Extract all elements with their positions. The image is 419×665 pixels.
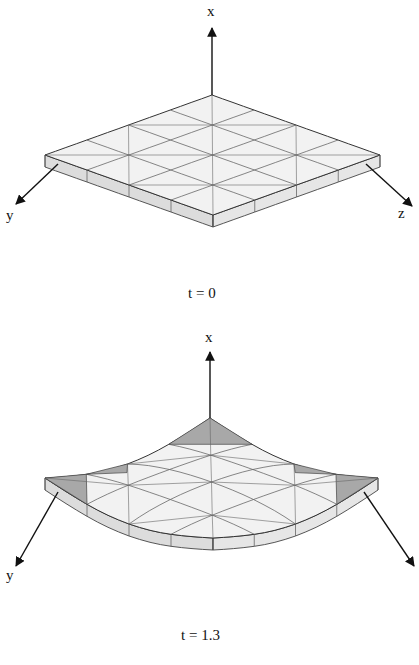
mesh-diagonal	[128, 155, 129, 185]
side-mesh-line	[336, 504, 337, 516]
mesh-diagonal	[211, 455, 294, 464]
mesh-diagonal	[45, 155, 129, 156]
side-mesh-line	[45, 478, 46, 490]
mesh-line	[169, 444, 337, 504]
mesh-diagonal	[129, 185, 213, 186]
time-caption: t = 1.3	[181, 628, 220, 643]
side-mesh-line	[378, 478, 379, 490]
mesh-line	[171, 140, 338, 200]
side-mesh-line	[129, 185, 130, 197]
mesh-diagonal	[294, 485, 296, 524]
side-mesh-line	[129, 524, 130, 536]
mesh-diagonal	[129, 155, 213, 156]
mesh-diagonal	[295, 478, 378, 485]
side-mesh-line	[213, 538, 214, 550]
mesh-diagonal	[213, 155, 297, 156]
mesh-diagonal	[128, 125, 129, 155]
side-mesh-line	[254, 200, 255, 212]
axis-label: y	[6, 208, 14, 223]
mesh-diagonal	[128, 485, 130, 524]
mesh-line	[87, 140, 255, 200]
mesh-diagonal	[127, 464, 129, 485]
mesh-diagonal	[45, 478, 128, 485]
mesh-diagonal	[128, 455, 211, 464]
mesh-line	[171, 474, 336, 534]
side-mesh-line	[338, 170, 339, 182]
mesh-diagonal	[212, 515, 295, 524]
mesh-line	[87, 444, 252, 504]
plate-mesh-initial	[45, 95, 380, 227]
side-mesh-line	[254, 534, 255, 546]
mesh-line	[129, 125, 296, 185]
side-mesh-line	[87, 504, 88, 516]
side-mesh-line	[171, 534, 172, 546]
mesh-diagonal	[296, 155, 297, 185]
mesh-line	[129, 125, 297, 185]
mesh-line	[86, 474, 254, 534]
mesh-diagonal	[212, 155, 213, 185]
plate-top-face	[45, 418, 378, 538]
mesh-diagonal	[212, 125, 213, 155]
axes	[16, 28, 414, 566]
side-mesh-line	[296, 185, 297, 197]
side-mesh-line	[213, 215, 214, 227]
plate-top-face	[45, 95, 380, 215]
axis-label: x	[207, 4, 215, 19]
side-mesh-line	[87, 170, 88, 182]
mesh-diagonal	[296, 125, 297, 155]
mesh-diagonal	[212, 482, 295, 485]
shaded-element	[294, 464, 336, 474]
plate-mesh-deformed	[45, 418, 378, 550]
side-mesh-line	[295, 524, 296, 536]
axis-label: x	[205, 330, 213, 345]
mesh-diagonal	[129, 515, 212, 524]
side-mesh-line	[45, 155, 46, 167]
axis-label: y	[6, 568, 14, 583]
mesh-diagonal	[294, 464, 296, 485]
mesh-diagonal	[212, 515, 214, 538]
mesh-diagonal	[211, 482, 213, 515]
mesh-diagonal	[128, 482, 211, 485]
mesh-diagonal	[129, 125, 213, 126]
side-mesh-line	[213, 538, 214, 550]
time-caption: t = 0	[188, 286, 216, 301]
shaded-element	[86, 464, 127, 474]
mesh-diagonal	[212, 185, 213, 215]
side-mesh-line	[171, 200, 172, 212]
mesh-diagonal	[210, 418, 212, 455]
axis-label: z	[398, 206, 405, 221]
side-mesh-line	[213, 215, 214, 227]
mesh-diagonal	[212, 95, 213, 125]
side-mesh-line	[380, 155, 381, 167]
mesh-diagonal	[296, 155, 380, 156]
mesh-diagonal	[210, 455, 212, 482]
mesh-diagonal	[212, 125, 296, 126]
mesh-diagonal	[213, 185, 297, 186]
